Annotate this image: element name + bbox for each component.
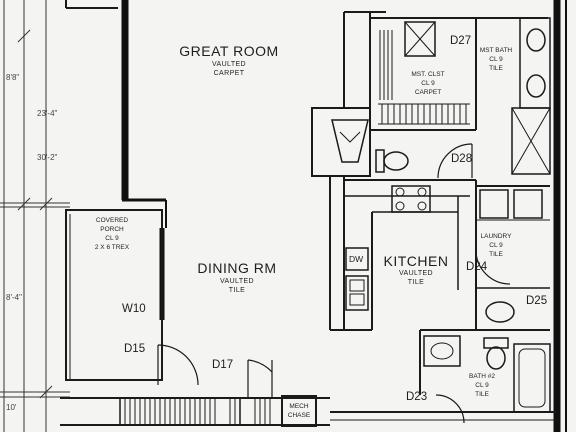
dining-room-label: DINING RM <box>197 260 276 276</box>
tag-d28: D28 <box>451 153 472 165</box>
master-toilet <box>375 149 409 173</box>
dim-left-mid: 30'-2" <box>37 153 58 162</box>
tag-d24: D24 <box>466 261 488 273</box>
tag-dw: DW <box>349 254 363 264</box>
kitchen-walls <box>329 176 476 331</box>
porch-label-2: PORCH <box>100 226 124 233</box>
tag-d27: D27 <box>450 35 471 47</box>
tag-d23: D23 <box>406 391 427 403</box>
laundry-label-3: TILE <box>489 251 503 258</box>
tag-d25: D25 <box>526 295 547 307</box>
mst-closet-label-3: CARPET <box>415 89 441 96</box>
dining-room-note1: VAULTED <box>220 278 254 285</box>
bath2-label-1: BATH #2 <box>469 373 495 380</box>
bottom-right-wall <box>330 411 557 421</box>
porch-label-4: 2 X 6 TREX <box>95 244 130 251</box>
tag-d15: D15 <box>124 343 145 355</box>
master-bath-fixtures <box>511 17 551 175</box>
mech-chase-label-2: CHASE <box>288 412 311 419</box>
dim-left-upper: 23'-4" <box>37 109 58 118</box>
door-d15-swing <box>157 344 199 386</box>
dim-left-top: 8'8" <box>6 73 19 82</box>
covered-porch-outline <box>65 209 163 381</box>
porch-label-3: CL 9 <box>105 235 119 242</box>
dining-room-note2: TILE <box>229 287 245 294</box>
mst-bath-label-2: CL 9 <box>489 56 503 63</box>
laundry-outline <box>475 180 550 330</box>
closet-hanging-rods <box>379 30 467 124</box>
mech-chase-label-1: MECH <box>289 403 308 410</box>
tag-w10: W10 <box>122 303 146 315</box>
dim-left-bottom: 10' <box>6 403 17 412</box>
laundry-label-2: CL 9 <box>489 242 503 249</box>
mst-closet-label-2: CL 9 <box>421 80 435 87</box>
exterior-wall-east <box>553 0 567 432</box>
laundry-label-1: LAUNDRY <box>481 233 513 240</box>
kitchen-label: KITCHEN <box>384 253 449 269</box>
door-d28-swing <box>437 143 473 179</box>
dimension-lines <box>0 0 70 432</box>
door-d17-swing <box>247 359 273 398</box>
tag-d17: D17 <box>212 359 233 371</box>
kitchen-note1: VAULTED <box>399 270 433 277</box>
mst-bath-label-3: TILE <box>489 65 503 72</box>
kitchen-note2: TILE <box>408 279 424 286</box>
bath2-label-2: CL 9 <box>475 382 489 389</box>
great-room-label: GREAT ROOM <box>179 43 278 59</box>
bath2-label-3: TILE <box>475 391 489 398</box>
great-room-note2: CARPET <box>214 70 245 77</box>
great-room-note1: VAULTED <box>212 61 246 68</box>
porch-label-1: COVERED <box>96 217 128 224</box>
mst-closet-label-1: MST. CLST <box>411 71 444 78</box>
top-left-walls <box>65 0 118 9</box>
mst-bath-label-1: MST BATH <box>480 47 513 54</box>
bottom-wall-shelving <box>60 395 330 427</box>
dim-left-lower: 8'-4" <box>6 293 22 302</box>
